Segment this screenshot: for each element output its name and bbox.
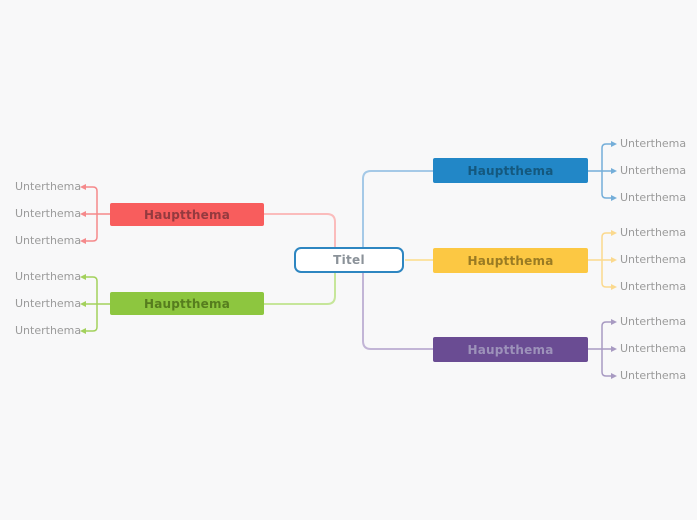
node-unterthema-red-3[interactable]: Unterthema bbox=[15, 234, 82, 247]
node-unterthema-red-1[interactable]: Unterthema bbox=[15, 180, 82, 193]
arrowheads-purple bbox=[611, 319, 617, 379]
node-unterthema-blue-1[interactable]: Unterthema bbox=[620, 137, 687, 150]
node-unterthema-blue-2[interactable]: Unterthema bbox=[620, 164, 687, 177]
node-unterthema-purple-3[interactable]: Unterthema bbox=[620, 369, 687, 382]
connector-main-red bbox=[264, 213, 336, 247]
node-titel[interactable]: Titel bbox=[294, 247, 404, 273]
node-unterthema-red-2[interactable]: Unterthema bbox=[15, 207, 82, 220]
node-hauptthema-blue[interactable]: Hauptthema bbox=[433, 158, 588, 183]
node-unterthema-yellow-1[interactable]: Unterthema bbox=[620, 226, 687, 239]
connector-main-blue bbox=[362, 170, 433, 247]
node-hauptthema-purple[interactable]: Hauptthema bbox=[433, 337, 588, 362]
node-unterthema-green-3[interactable]: Unterthema bbox=[15, 324, 82, 337]
connector-children-green bbox=[86, 276, 110, 332]
node-hauptthema-green[interactable]: Hauptthema bbox=[110, 292, 264, 315]
arrowheads-green bbox=[80, 274, 86, 334]
connector-children-purple bbox=[588, 321, 611, 377]
node-hauptthema-yellow[interactable]: Hauptthema bbox=[433, 248, 588, 273]
arrowheads-red bbox=[80, 184, 86, 244]
node-unterthema-purple-1[interactable]: Unterthema bbox=[620, 315, 687, 328]
node-hauptthema-red[interactable]: Hauptthema bbox=[110, 203, 264, 226]
connector-children-blue bbox=[588, 143, 611, 199]
node-unterthema-yellow-3[interactable]: Unterthema bbox=[620, 280, 687, 293]
connector-children-red bbox=[86, 186, 110, 242]
node-unterthema-green-2[interactable]: Unterthema bbox=[15, 297, 82, 310]
arrowheads-yellow bbox=[611, 230, 617, 290]
connector-main-green bbox=[264, 273, 336, 305]
arrowheads-blue bbox=[611, 141, 617, 201]
connector-children-yellow bbox=[588, 232, 611, 288]
node-unterthema-green-1[interactable]: Unterthema bbox=[15, 270, 82, 283]
node-unterthema-yellow-2[interactable]: Unterthema bbox=[620, 253, 687, 266]
node-unterthema-blue-3[interactable]: Unterthema bbox=[620, 191, 687, 204]
connector-main-purple bbox=[362, 273, 433, 350]
node-unterthema-purple-2[interactable]: Unterthema bbox=[620, 342, 687, 355]
